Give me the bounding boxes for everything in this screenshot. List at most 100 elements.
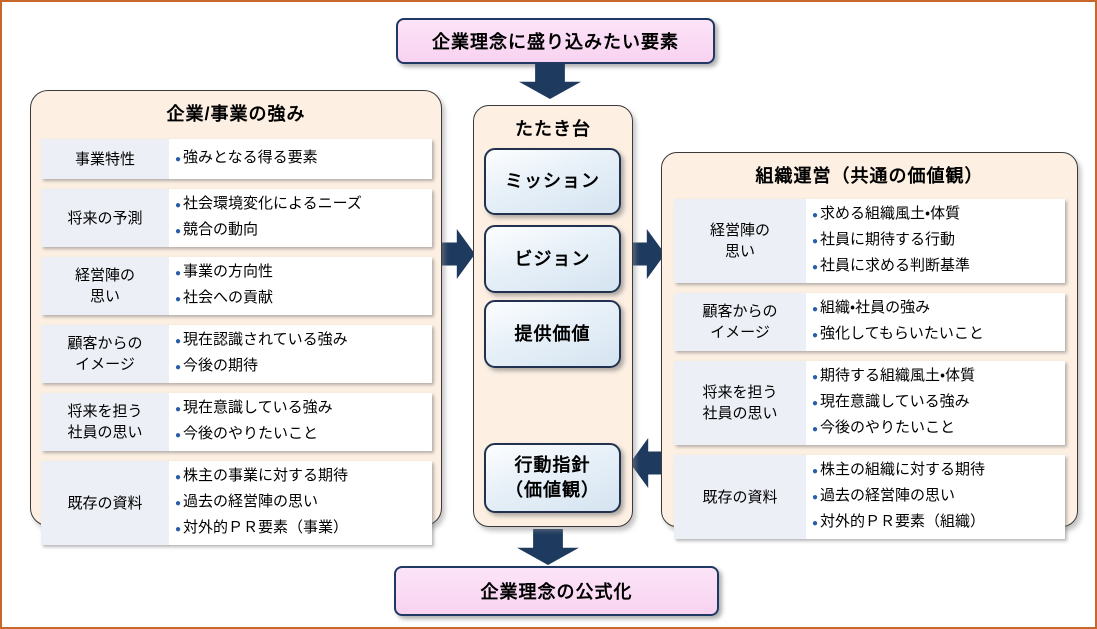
bullet-text: 現在認識されている強み [183, 331, 348, 348]
bullet-item: ●対外的ＰＲ要素（組織） [812, 510, 1061, 536]
bullet-item: ●組織・社員の強み [812, 296, 1061, 322]
bullet-icon: ● [175, 294, 182, 305]
bullet-item: ●期待する組織風土・体質 [812, 364, 1061, 390]
arrow-right-icon [630, 229, 665, 279]
bullet-item: ●強化してもらいたいこと [812, 322, 1061, 348]
draft-box-code-of-conduct: 行動指針 （価値観） [484, 443, 621, 513]
bullet-icon: ● [175, 268, 182, 279]
top-flow-box-label: 企業理念に盛り込みたい要素 [432, 32, 679, 52]
bullet-text: 組織・社員の強み [820, 299, 931, 316]
bullet-icon: ● [812, 262, 819, 273]
bullet-item: ●求める組織風土・体質 [812, 202, 1061, 228]
bullet-icon: ● [175, 498, 182, 509]
center-panel-title: たたき台 [515, 119, 591, 139]
bullet-item: ●社員に求める判断基準 [812, 254, 1061, 280]
left-panel-title: 企業/事業の強み [166, 104, 306, 124]
bullet-icon: ● [812, 398, 819, 409]
row-label: 経営陣の 思い [41, 257, 169, 315]
bullet-item: ●今後のやりたいこと [175, 422, 428, 448]
row-label: 将来の予測 [41, 189, 169, 247]
row-label: 事業特性 [41, 139, 169, 179]
bullet-item: ●社会環境変化によるニーズ [175, 192, 428, 218]
bullet-text: 社会環境変化によるニーズ [183, 195, 362, 212]
bullet-icon: ● [812, 466, 819, 477]
bullet-text: 社員に期待する行動 [820, 231, 956, 248]
row-label: 将来を担う 社員の思い [41, 393, 169, 451]
bullet-item: ●今後のやりたいこと [812, 416, 1061, 442]
bullet-icon: ● [812, 424, 819, 435]
row-label: 既存の資料 [41, 461, 169, 545]
left-panel-rows: 事業特性 ●強みとなる得る要素 将来の予測 ●社会環境変化によるニーズ●競合の動… [41, 139, 432, 545]
bullet-item: ●現在意識している強み [812, 390, 1061, 416]
right-panel-title: 組織運営（共通の価値観） [755, 166, 984, 186]
bullet-text: 求める組織風土・体質 [820, 205, 961, 222]
draft-box-mission: ミッション [484, 148, 621, 215]
bullet-icon: ● [175, 200, 182, 211]
bullet-icon: ● [175, 404, 182, 415]
draft-box-vision: ビジョン [484, 225, 621, 293]
row-content: ●事業の方向性●社会への貢献 [169, 257, 432, 315]
table-row: 顧客からの イメージ ●現在認識されている強み●今後の期待 [41, 325, 432, 383]
row-label: 顧客からの イメージ [41, 325, 169, 383]
table-row: 経営陣の 思い ●事業の方向性●社会への貢献 [41, 257, 432, 315]
row-content: ●期待する組織風土・体質●現在意識している強み●今後のやりたいこと [806, 361, 1065, 445]
bullet-item: ●社会への貢献 [175, 286, 428, 312]
table-row: 顧客からの イメージ ●組織・社員の強み●強化してもらいたいこと [674, 293, 1065, 351]
arrow-right-icon [440, 229, 475, 279]
table-row: 将来の予測 ●社会環境変化によるニーズ●競合の動向 [41, 189, 432, 247]
table-row: 既存の資料 ●株主の事業に対する期待●過去の経営陣の思い●対外的ＰＲ要素（事業） [41, 461, 432, 545]
row-label: 経営陣の 思い [674, 199, 806, 283]
bullet-item: ●今後の期待 [175, 354, 428, 380]
row-content: ●社会環境変化によるニーズ●競合の動向 [169, 189, 432, 247]
row-content: ●組織・社員の強み●強化してもらいたいこと [806, 293, 1065, 351]
row-content: ●現在認識されている強み●今後の期待 [169, 325, 432, 383]
center-panel-draft: たたき台 ミッション ビジョン 提供価値 行動指針 （価値観） [473, 105, 633, 527]
bullet-icon: ● [175, 362, 182, 373]
bullet-text: 今後の期待 [183, 357, 259, 374]
arrow-down-icon [517, 529, 579, 565]
bullet-icon: ● [175, 336, 182, 347]
bullet-item: ●現在認識されている強み [175, 328, 428, 354]
bullet-item: ●強みとなる得る要素 [175, 146, 428, 172]
table-row: 将来を担う 社員の思い ●現在意識している強み●今後のやりたいこと [41, 393, 432, 451]
top-flow-box: 企業理念に盛り込みたい要素 [396, 18, 715, 64]
bullet-text: 現在意識している強み [183, 399, 333, 416]
bullet-icon: ● [175, 226, 182, 237]
left-panel-business-strengths: 企業/事業の強み 事業特性 ●強みとなる得る要素 将来の予測 ●社会環境変化によ… [30, 90, 442, 545]
bullet-icon: ● [812, 304, 819, 315]
draft-box-value-proposition: 提供価値 [484, 300, 621, 368]
bullet-text: 株主の事業に対する期待 [183, 467, 349, 484]
bullet-item: ●事業の方向性 [175, 260, 428, 286]
bullet-item: ●競合の動向 [175, 218, 428, 244]
table-row: 経営陣の 思い ●求める組織風土・体質●社員に期待する行動●社員に求める判断基準 [674, 199, 1065, 283]
bullet-item: ●社員に期待する行動 [812, 228, 1061, 254]
bullet-text: 強みとなる得る要素 [183, 149, 318, 166]
bullet-icon: ● [812, 518, 819, 529]
bullet-item: ●過去の経営陣の思い [175, 490, 428, 516]
bottom-flow-box: 企業理念の公式化 [394, 566, 719, 616]
row-label: 将来を担う 社員の思い [674, 361, 806, 445]
right-panel-organization: 組織運営（共通の価値観） 経営陣の 思い ●求める組織風土・体質●社員に期待する… [661, 152, 1078, 539]
bullet-text: 対外的ＰＲ要素（組織） [820, 513, 986, 530]
table-row: 事業特性 ●強みとなる得る要素 [41, 139, 432, 179]
bullet-icon: ● [175, 430, 182, 441]
bullet-text: 事業の方向性 [183, 263, 274, 280]
arrow-left-icon [630, 438, 665, 488]
row-content: ●株主の事業に対する期待●過去の経営陣の思い●対外的ＰＲ要素（事業） [169, 461, 432, 545]
bullet-text: 社員に求める判断基準 [820, 257, 971, 274]
bullet-text: 競合の動向 [183, 221, 259, 238]
row-content: ●求める組織風土・体質●社員に期待する行動●社員に求める判断基準 [806, 199, 1065, 283]
bullet-text: 対外的ＰＲ要素（事業） [183, 519, 349, 536]
bullet-icon: ● [175, 154, 182, 165]
row-content: ●現在意識している強み●今後のやりたいこと [169, 393, 432, 451]
bullet-item: ●対外的ＰＲ要素（事業） [175, 516, 428, 542]
bullet-text: 今後のやりたいこと [183, 425, 319, 442]
bullet-icon: ● [812, 210, 819, 221]
table-row: 既存の資料 ●株主の組織に対する期待●過去の経営陣の思い●対外的ＰＲ要素（組織） [674, 455, 1065, 539]
bullet-text: 期待する組織風土・体質 [820, 367, 976, 384]
bullet-item: ●現在意識している強み [175, 396, 428, 422]
bullet-text: 現在意識している強み [820, 393, 970, 410]
bullet-icon: ● [175, 524, 182, 535]
row-label: 顧客からの イメージ [674, 293, 806, 351]
